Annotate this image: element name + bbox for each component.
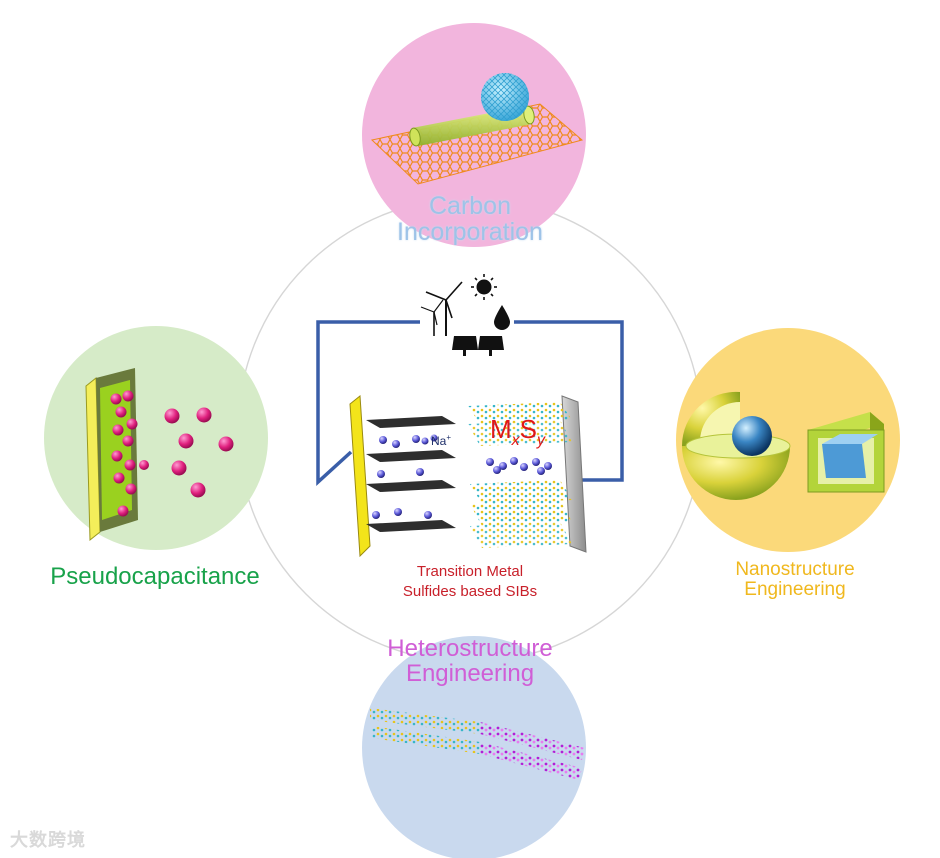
hetero-label-line2: Engineering	[405, 660, 535, 688]
nanostructure-node	[676, 328, 900, 552]
pseudocapacitance-label: Pseudocapacitance	[50, 563, 260, 590]
watermark: 大数跨境	[10, 830, 86, 850]
carbon-incorporation-label: Carbon Incorporation	[340, 193, 600, 246]
heterostructure-engineering-label: Heterostructure Engineering	[330, 635, 610, 688]
nano-label-line1: Nanostructure	[735, 559, 855, 580]
external-circuit	[316, 320, 420, 486]
adsorbed-ions	[110, 390, 149, 517]
cathode	[468, 395, 587, 553]
hetero-label-line1: Heterostructure	[387, 635, 553, 662]
mxsy-formula: MxSy	[490, 414, 546, 449]
solar-panel-icon	[452, 336, 504, 356]
carbon-label-line1: Carbon	[429, 192, 511, 220]
anode	[349, 395, 456, 558]
na-ion-marker	[421, 437, 429, 445]
cube-in-cube	[807, 412, 885, 493]
carbon-label-line2: Incorporation	[397, 218, 543, 247]
free-ions	[164, 407, 234, 498]
wind-turbine-icon	[420, 281, 463, 336]
fullerene-ball	[481, 73, 529, 121]
sodium-ions-anode	[372, 434, 438, 519]
pseudocapacitance-node	[44, 326, 268, 550]
pseudocapacitance-circle	[44, 326, 268, 550]
center-caption-line2: Sulfides based SIBs	[402, 583, 538, 601]
carbon-incorporation-node	[362, 23, 586, 247]
heterostructure-node	[362, 636, 586, 858]
yolk-shell-sphere	[681, 391, 791, 500]
center-caption-line1: Transition Metal	[416, 563, 524, 580]
renewable-energy-icon	[420, 274, 510, 356]
sun-icon	[471, 274, 497, 300]
nanostructure-engineering-label: Nanostructure Engineering	[700, 560, 890, 600]
center-caption: Transition Metal Sulfides based SIBs	[360, 562, 580, 603]
nano-label-line2: Engineering	[744, 578, 846, 600]
water-drop-icon	[494, 305, 510, 330]
na-ion-label: Na+	[431, 433, 451, 448]
heterostructure-layers	[370, 708, 585, 780]
sodium-ions-cathode	[486, 457, 552, 475]
battery-schematic: Na+ MxSy	[316, 274, 624, 558]
